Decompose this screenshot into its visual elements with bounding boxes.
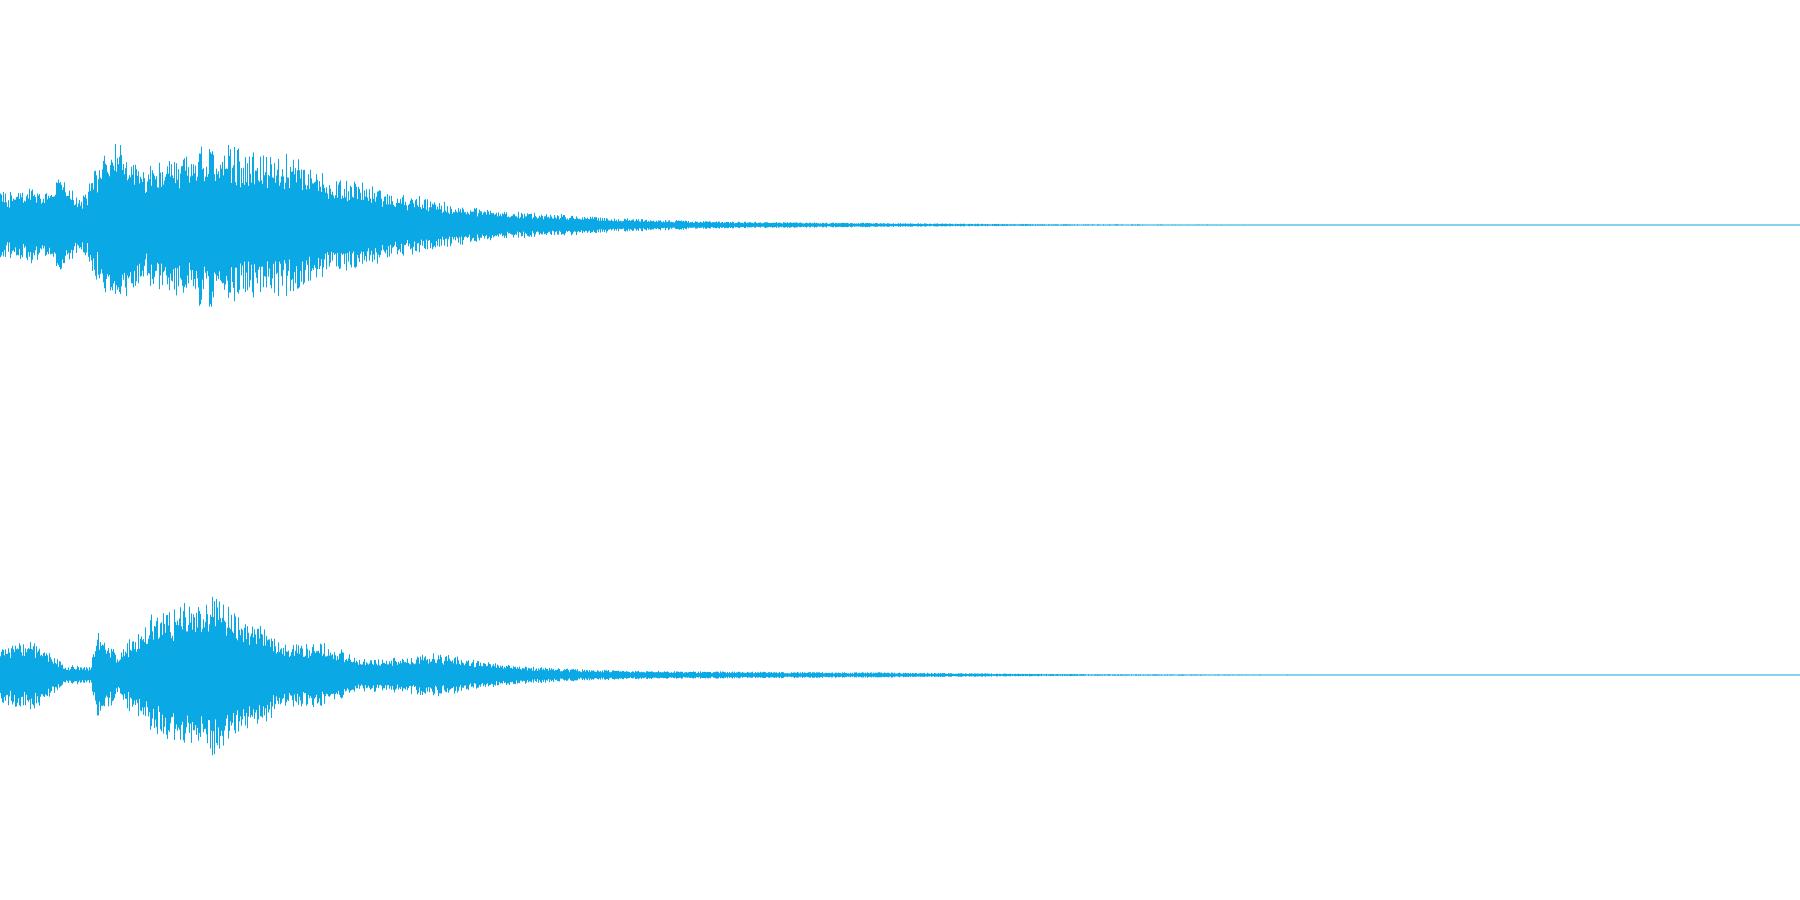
left-channel-svg [0, 144, 1800, 307]
right-channel-waveform [0, 450, 1800, 900]
left-channel-samples [0, 144, 1332, 307]
left-channel-waveform [0, 144, 1800, 307]
right-channel-samples [0, 596, 1350, 756]
right-channel-svg [0, 596, 1800, 756]
